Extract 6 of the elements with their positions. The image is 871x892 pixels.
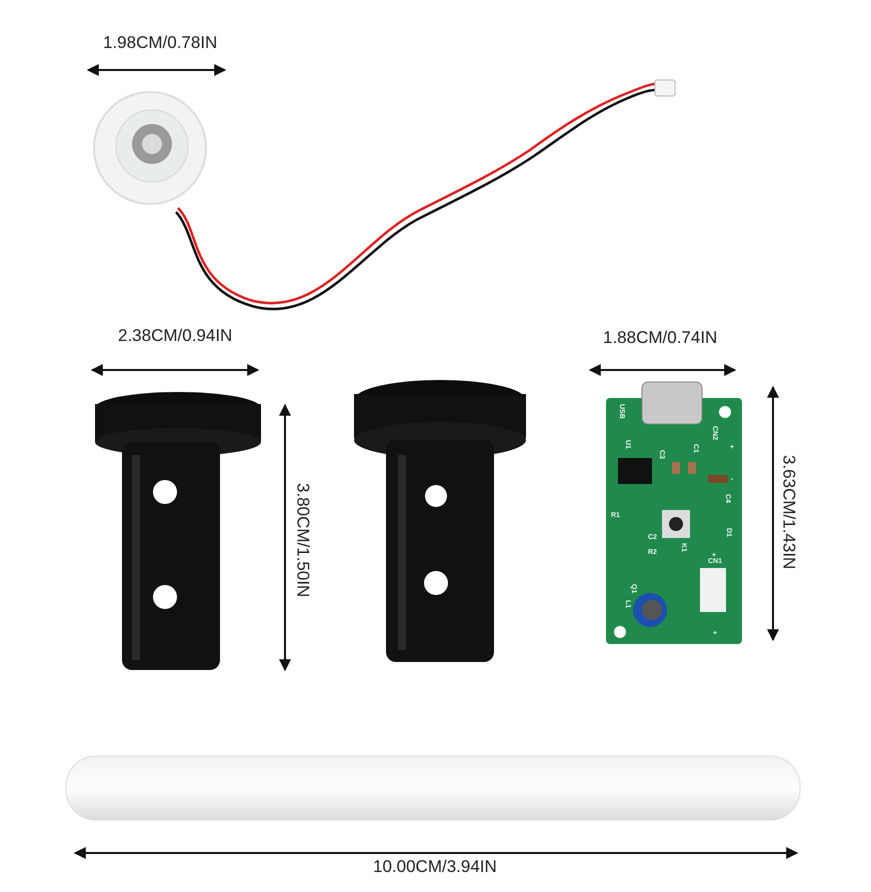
dimension-label: 3.80CM/1.50IN	[294, 483, 312, 598]
dimension-label: 3.63CM/1.43IN	[780, 455, 798, 570]
dimension-label: 10.00CM/3.94IN	[373, 858, 497, 874]
dimension-label: 2.38CM/0.94IN	[118, 326, 232, 344]
dimension-label: 1.98CM/0.78IN	[103, 34, 218, 50]
dimension-label: 1.88CM/0.74IN	[603, 328, 718, 346]
